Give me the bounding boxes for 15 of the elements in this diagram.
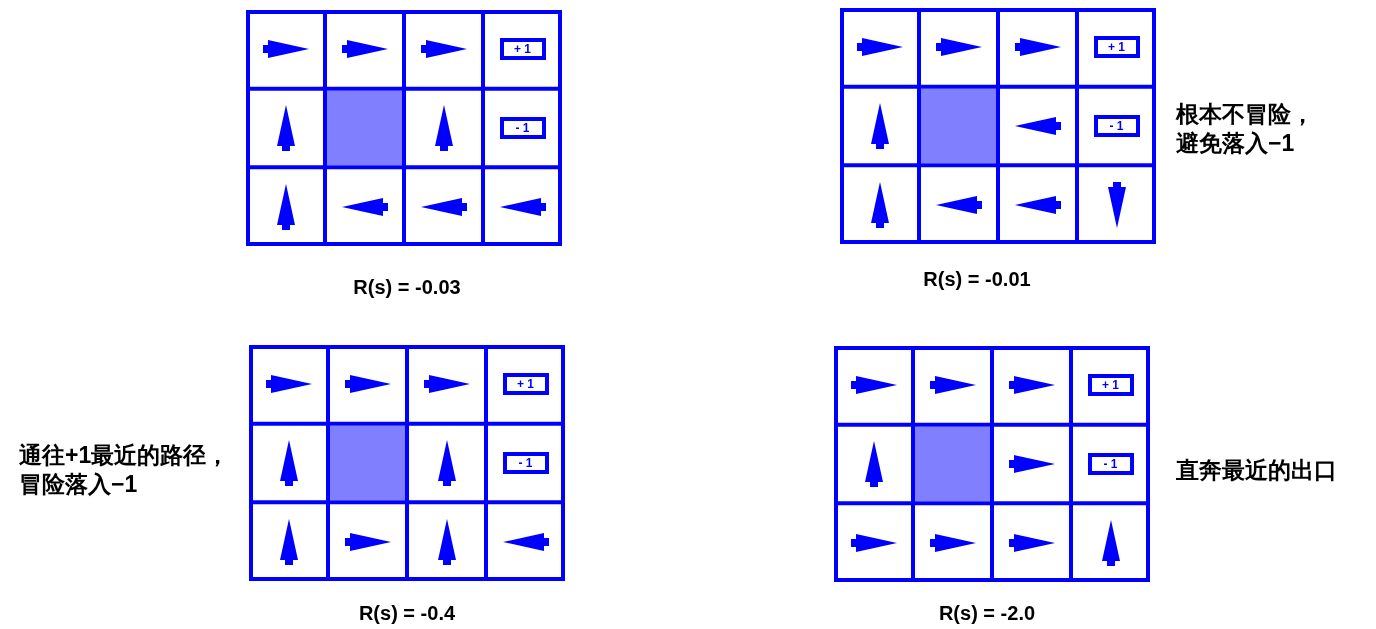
reward-box: + 1: [1093, 36, 1140, 59]
reward-caption: R(s) = -0.4: [358, 602, 456, 625]
reward-box: + 1: [502, 373, 549, 396]
reward-box: - 1: [1093, 115, 1140, 137]
annotation-text: 直奔最近的出口: [1176, 456, 1338, 485]
reward-box: + 1: [499, 38, 546, 61]
reward-box: - 1: [499, 117, 546, 139]
reward-caption: R(s) = -0.03: [353, 276, 461, 299]
annotation-text: 通往+1最近的路径，冒险落入−1: [19, 441, 231, 499]
reward-box: - 1: [1087, 453, 1134, 475]
reward-caption: R(s) = -2.0: [938, 602, 1036, 625]
reward-box: - 1: [502, 452, 549, 474]
reward-box: + 1: [1087, 374, 1134, 397]
annotation-text: 根本不冒险，避免落入−1: [1176, 100, 1315, 158]
reward-caption: R(s) = -0.01: [923, 268, 1031, 291]
